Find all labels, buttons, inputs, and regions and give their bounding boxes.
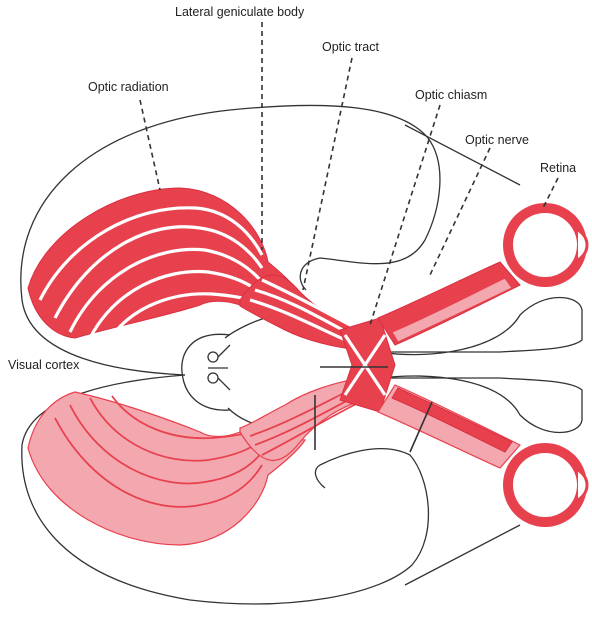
colliculus-lower [208, 373, 218, 383]
lower-outline-to-retina [405, 525, 520, 585]
label-retina: Retina [540, 161, 576, 175]
upper-eye-inner [513, 213, 577, 277]
label-visual-cortex: Visual cortex [8, 358, 80, 372]
label-optic-radiation: Optic radiation [88, 80, 169, 94]
colliculus-upper [208, 352, 218, 362]
lower-eye-inner [513, 453, 577, 517]
lower-optic-radiation [28, 392, 305, 545]
midbrain-outline [182, 334, 230, 410]
label-lateral-geniculate-body: Lateral geniculate body [175, 5, 305, 19]
label-optic-chiasm: Optic chiasm [415, 88, 487, 102]
leader-optic-radiation [140, 100, 160, 190]
leader-optic-tract [303, 58, 352, 290]
label-optic-nerve: Optic nerve [465, 133, 529, 147]
label-optic-tract: Optic tract [322, 40, 379, 54]
